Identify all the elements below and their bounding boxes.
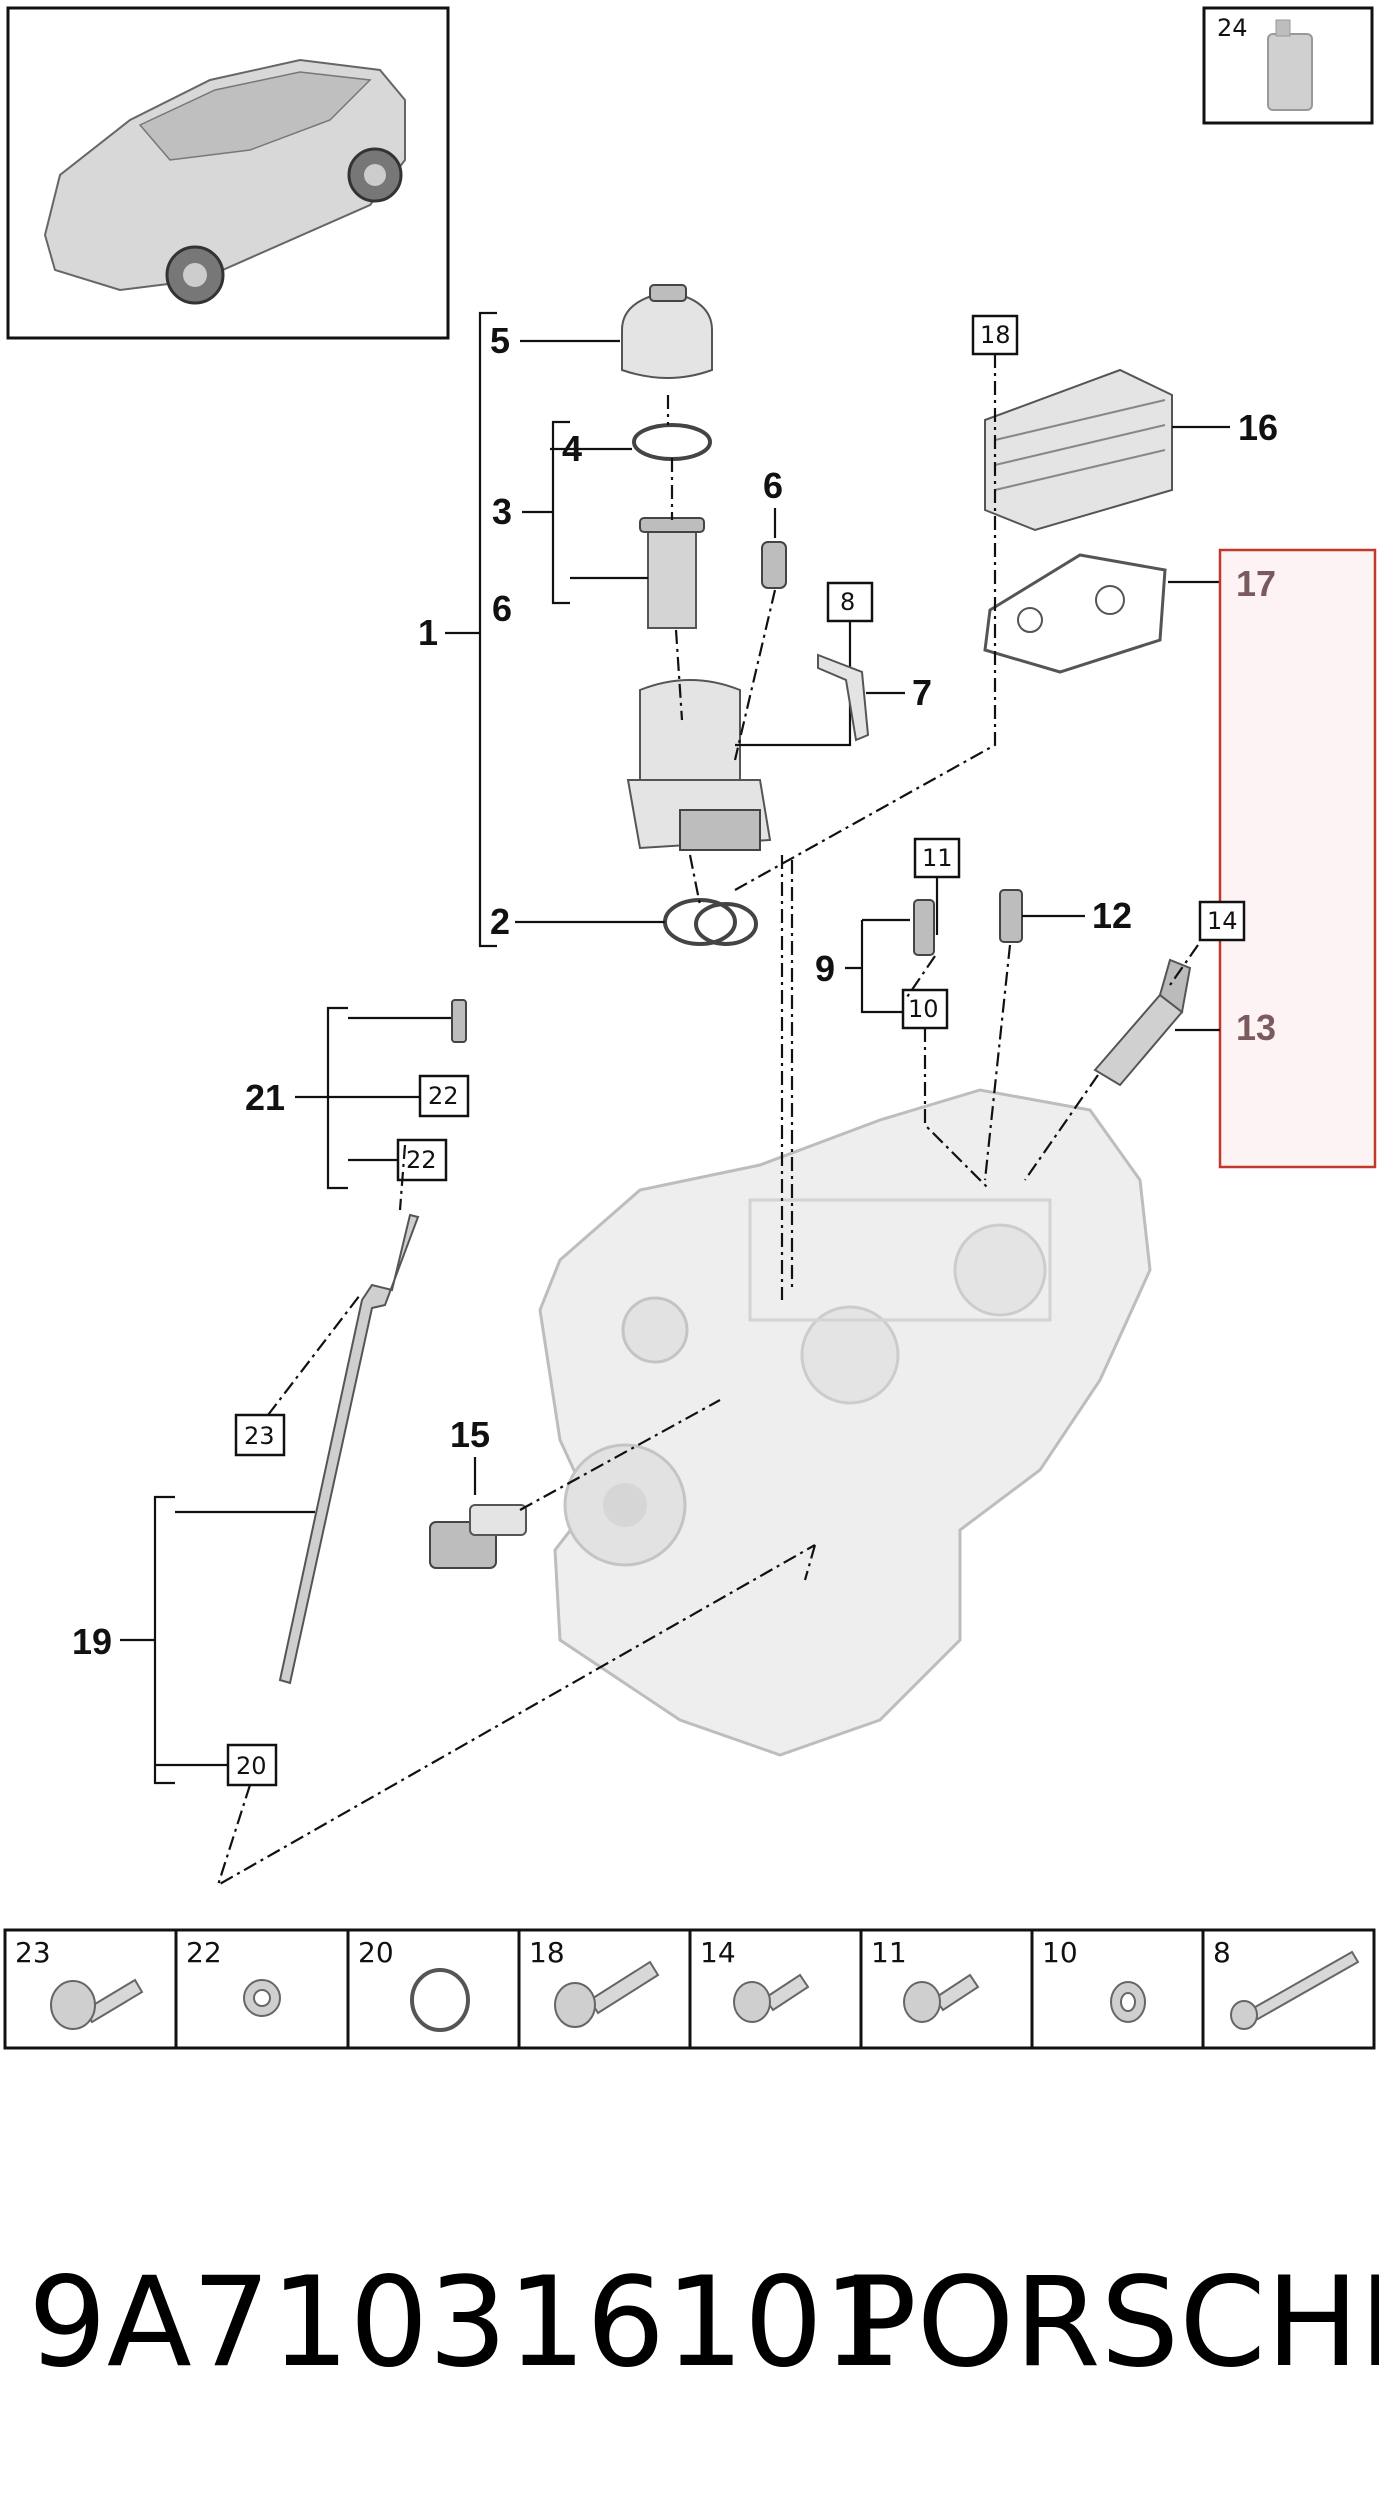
seal-ring-icon (1110, 1981, 1146, 2023)
strip-label: 8 (1213, 1936, 1231, 1969)
part-16-oil-cooler: 18 16 (971, 314, 1278, 532)
strip-cell-20: 20 (358, 1936, 470, 2032)
long-bolt-icon (1230, 1950, 1360, 2030)
torx-screw-icon (903, 1973, 980, 2023)
box-label-20: 20 (236, 1752, 267, 1780)
strip-label: 23 (15, 1936, 51, 1969)
part-15-sender: 15 (429, 1414, 527, 1569)
callout-12: 12 (1092, 895, 1132, 936)
part-17-gasket (983, 553, 1230, 674)
box-label-22a: 22 (428, 1082, 459, 1110)
strip-label: 22 (186, 1936, 222, 1969)
callout-7: 7 (912, 672, 932, 713)
callout-15: 15 (450, 1414, 490, 1455)
brand-name: PORSCHE (842, 2251, 1379, 2395)
callout-4: 4 (562, 428, 582, 469)
part-13-solenoid: 14 (1093, 900, 1246, 1087)
box-label-10: 10 (908, 995, 939, 1023)
strip-label: 20 (358, 1936, 394, 1969)
part-12-sensor: 12 (999, 889, 1132, 943)
hardware-strip: 23 22 20 18 14 (3, 1928, 1376, 2050)
bracket-group-1: 1 6 3 (418, 311, 570, 948)
box-label-14: 14 (1207, 907, 1238, 935)
strip-label: 11 (871, 1936, 907, 1969)
part-9-sensor: 11 9 10 (815, 837, 961, 1030)
part-4-o-ring: 4 (550, 423, 712, 469)
vehicle-thumbnail (6, 6, 450, 340)
highlight-region: 17 13 (1218, 548, 1377, 1169)
callout-3: 3 (492, 491, 512, 532)
callout-13: 13 (1236, 1007, 1276, 1048)
box-label-24: 24 (1217, 14, 1248, 42)
callout-17: 17 (1236, 563, 1276, 604)
box-label-18: 18 (980, 321, 1011, 349)
strip-label: 14 (700, 1936, 736, 1969)
strip-cell-14: 14 (700, 1936, 810, 2023)
oil-bottle-icon (1267, 19, 1313, 111)
callout-2: 2 (490, 901, 510, 942)
o-ring-icon (410, 1968, 470, 2032)
box-label-11: 11 (922, 844, 953, 872)
callout-6: 6 (763, 465, 783, 506)
part-7-bracket: 8 7 (735, 581, 932, 747)
strip-cell-10: 10 (1042, 1936, 1146, 2023)
callout-9: 9 (815, 948, 835, 989)
callout-1: 1 (418, 612, 438, 653)
part-2-clamp: 2 (490, 898, 758, 946)
part-19-dipstick-tube: 23 19 20 (72, 1144, 420, 1787)
strip-cell-18: 18 (529, 1936, 660, 2028)
strip-cell-8: 8 (1213, 1936, 1360, 2030)
box-label-23: 23 (244, 1422, 275, 1450)
strip-label: 18 (529, 1936, 565, 1969)
footer: 9A710316101 PORSCHE (28, 2251, 1379, 2395)
leader-lines (216, 354, 1199, 1888)
box-label-22b: 22 (406, 1146, 437, 1174)
torx-screw-icon (554, 1960, 660, 2028)
part-6-valve: 6 (761, 465, 787, 589)
box-label-8: 8 (840, 588, 855, 616)
part-5-filter-cap: 5 (490, 284, 713, 379)
part-3-filter-element (570, 517, 705, 629)
callout-6-filter: 6 (492, 588, 512, 629)
seal-ring-icon (243, 1979, 281, 2017)
part-1-filter-housing (626, 679, 772, 851)
torx-screw-icon (50, 1978, 144, 2030)
strip-cell-22: 22 (186, 1936, 281, 2017)
strip-cell-23: 23 (15, 1936, 144, 2030)
bracket-group-21: 21 22 22 (245, 999, 470, 1190)
callout-16: 16 (1238, 407, 1278, 448)
part-number: 9A710316101 (28, 2251, 902, 2395)
strip-label: 10 (1042, 1936, 1078, 1969)
oil-bottle-panel: 24 (1202, 6, 1374, 125)
engine-block (538, 1088, 1152, 1757)
torx-screw-icon (733, 1973, 810, 2023)
callout-5: 5 (490, 320, 510, 361)
callout-19: 19 (72, 1621, 112, 1662)
strip-cell-11: 11 (871, 1936, 980, 2023)
callout-21: 21 (245, 1077, 285, 1118)
